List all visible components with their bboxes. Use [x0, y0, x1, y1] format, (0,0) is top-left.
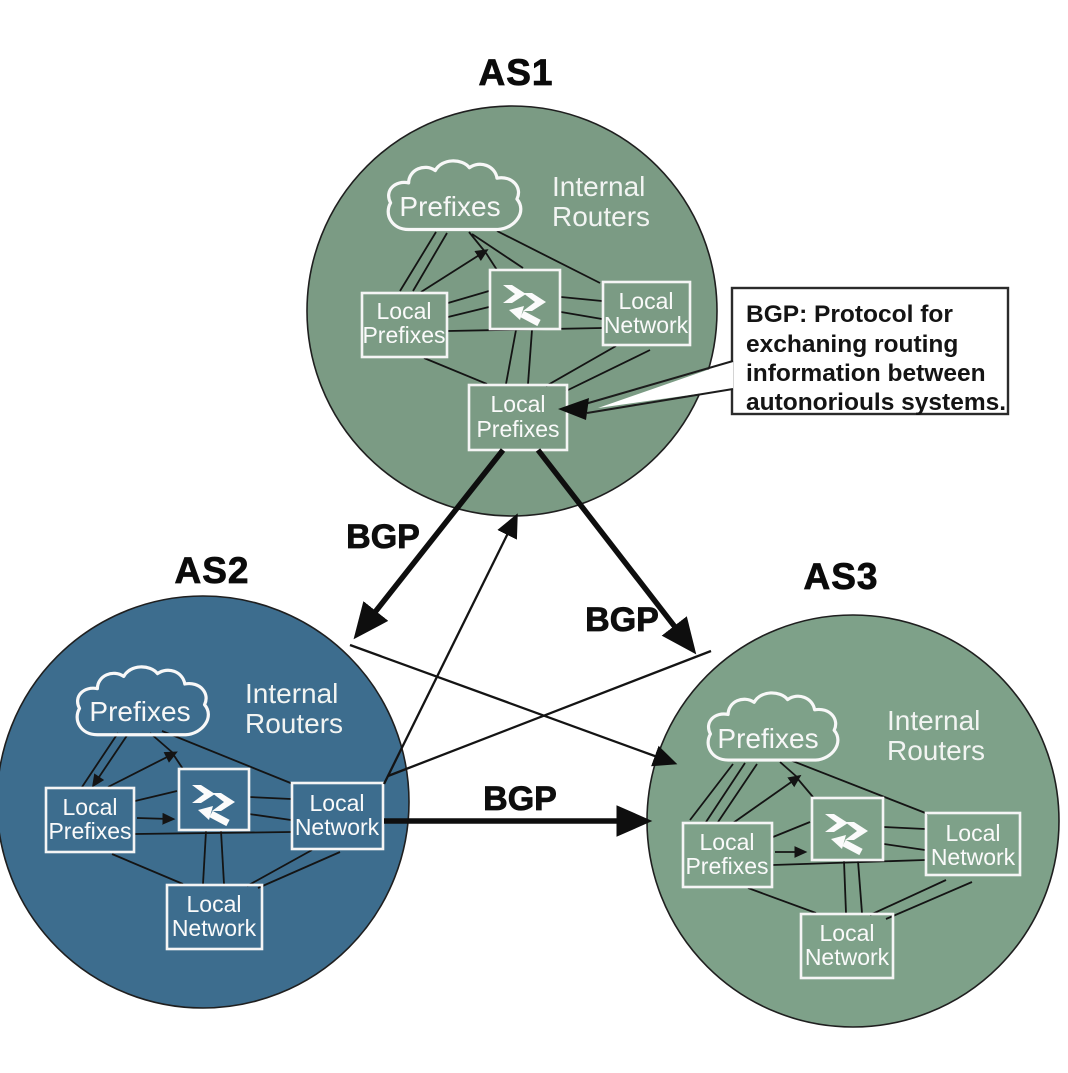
bgp-label-as1-as3: BGP: [585, 601, 659, 639]
as3-local-network-bottom-label: Network: [805, 944, 890, 970]
as3-local-network-label: Local: [946, 820, 1001, 846]
as2-local-network-label: Network: [295, 814, 380, 840]
peering-line-as2-as3-upper: [387, 649, 712, 778]
as2-internal-links: [81, 730, 341, 889]
callout-arrowhead: [558, 398, 589, 420]
as1-local-prefixes-bottom-label: Prefixes: [476, 416, 559, 442]
as1-internal-routers-label: Routers: [552, 201, 650, 232]
as3-local-prefixes-label: Prefixes: [685, 853, 768, 879]
as2-circle: [0, 595, 410, 1009]
bgp-arrow-as1-as2: [353, 448, 506, 640]
as3-title: AS3: [804, 556, 879, 597]
as2-cloud-label: Prefixes: [89, 696, 190, 727]
as2-local-prefixes-box: [44, 786, 136, 854]
bgp-label-as2-as3: BGP: [483, 780, 557, 818]
as3-local-network-label: Network: [931, 844, 1016, 870]
as1-router-box: [488, 268, 562, 331]
as2-internal-routers-label: Internal: [245, 678, 338, 709]
callout-text: autonoriouls systems.: [746, 389, 1006, 416]
as1-local-prefixes-bottom-box: [467, 383, 569, 452]
as2-title: AS2: [175, 550, 250, 591]
peering-arrow-as2-as3: [349, 643, 678, 767]
as2-local-network-box: [290, 781, 385, 851]
as2-internal-routers-label: Routers: [245, 708, 343, 739]
as1-local-prefixes-label: Prefixes: [362, 322, 445, 348]
as2-local-prefixes-label: Local: [63, 794, 118, 820]
as1-local-network-label: Local: [619, 288, 674, 314]
as2-local-prefixes-label: Prefixes: [48, 818, 131, 844]
as1-local-prefixes-bottom-label: Local: [491, 391, 546, 417]
as3-internal-links: [689, 759, 973, 920]
as3-local-network-bottom-box: [799, 912, 895, 980]
as2-local-network-bottom-box: [165, 883, 264, 951]
as1-local-prefixes-box: [360, 291, 449, 359]
as3-internal-routers-label: Routers: [887, 735, 985, 766]
callout-box: [730, 286, 1010, 416]
as3-local-prefixes-label: Local: [700, 829, 755, 855]
bgp-label-as1-as2: BGP: [346, 518, 420, 556]
as3-internal-routers-label: Internal: [887, 705, 980, 736]
as3-cloud-label: Prefixes: [717, 723, 818, 754]
bgp-arrow-as1-as3: [535, 448, 697, 655]
callout-text: BGP: Protocol for: [746, 301, 953, 328]
as3-router-box: [810, 796, 885, 862]
as1-cloud-label: Prefixes: [399, 191, 500, 222]
as3-local-prefixes-box: [681, 821, 774, 889]
as3-local-network-box: [924, 811, 1022, 877]
callout-text: information between: [746, 360, 986, 387]
callout-tail: [598, 361, 733, 408]
peering-arrow-as2-as1: [382, 513, 518, 785]
as2-local-network-bottom-label: Local: [187, 891, 242, 917]
as3-local-network-bottom-label: Local: [820, 920, 875, 946]
as1-local-network-label: Network: [604, 312, 689, 338]
as1-local-prefixes-label: Local: [377, 298, 432, 324]
as2-router-box: [177, 767, 251, 832]
bgp-definition-callout: BGP: Protocol for exchaning routing info…: [558, 286, 1010, 420]
as1-local-network-box: [601, 280, 692, 347]
callout-text: exchaning routing: [746, 331, 958, 358]
as2-local-network-bottom-label: Network: [172, 915, 257, 941]
as1-title: AS1: [479, 52, 554, 93]
as1-internal-routers-label: Internal: [552, 171, 645, 202]
as2-local-network-label: Local: [310, 790, 365, 816]
